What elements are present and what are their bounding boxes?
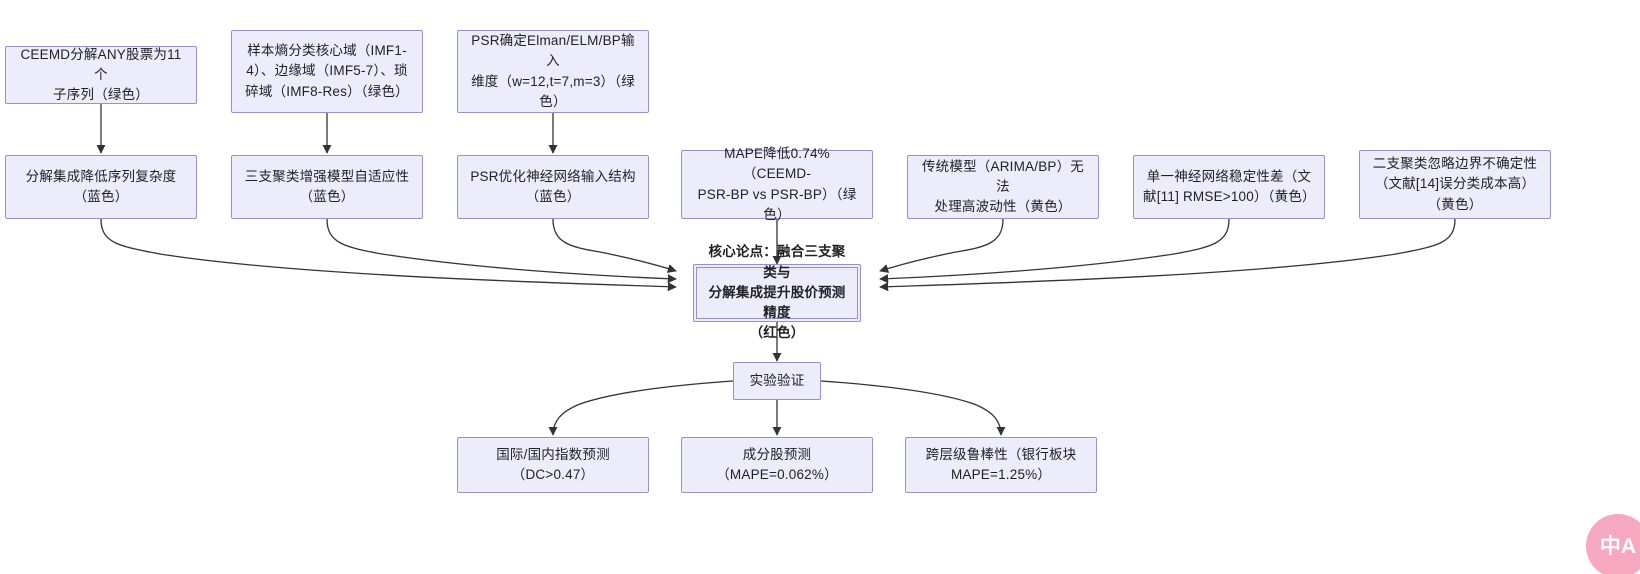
node-label: 核心论点：融合三支聚类与 分解集成提升股价预测精度 （红色） xyxy=(708,244,846,341)
node-label: PSR优化神经网络输入结构 （蓝色） xyxy=(470,168,636,204)
edge-exp-r1 xyxy=(548,380,734,436)
node-two-way-clustering-boundary[interactable]: 二支聚类忽略边界不确定性 （文献[14]误分类成本高） （黄色） xyxy=(1359,150,1551,219)
node-label: 三支聚类增强模型自适应性 （蓝色） xyxy=(244,168,410,204)
node-label: 成分股预测 （MAPE=0.062%） xyxy=(716,446,838,482)
node-label: CEEMD分解ANY股票为11个 子序列（绿色） xyxy=(20,46,182,103)
node-result-index-forecast[interactable]: 国际/国内指数预测 （DC>0.47） xyxy=(457,437,649,493)
node-label: PSR确定Elman/ELM/BP输入 维度（w=12,t=7,m=3）（绿 色… xyxy=(471,33,635,109)
edge-n4-core xyxy=(100,218,677,292)
node-result-cross-level-robustness[interactable]: 跨层级鲁棒性（银行板块 MAPE=1.25%） xyxy=(905,437,1097,493)
node-label: 传统模型（ARIMA/BP）无法 处理高波动性（黄色） xyxy=(921,158,1084,215)
edge-n6-core xyxy=(552,218,677,273)
node-label: 二支聚类忽略边界不确定性 （文献[14]误分类成本高） （黄色） xyxy=(1372,156,1538,212)
node-psr-optimizes-nn-structure[interactable]: PSR优化神经网络输入结构 （蓝色） xyxy=(457,155,649,219)
watermark-label: 中A xyxy=(1599,534,1637,558)
node-traditional-models-limitation[interactable]: 传统模型（ARIMA/BP）无法 处理高波动性（黄色） xyxy=(907,155,1099,219)
node-psr-input-dimension[interactable]: PSR确定Elman/ELM/BP输入 维度（w=12,t=7,m=3）（绿 色… xyxy=(457,30,649,113)
watermark-badge: 中A xyxy=(1586,514,1640,574)
node-ceemd-decomposition[interactable]: CEEMD分解ANY股票为11个 子序列（绿色） xyxy=(5,46,197,104)
node-result-constituent-stock-forecast[interactable]: 成分股预测 （MAPE=0.062%） xyxy=(681,437,873,493)
node-experimental-validation[interactable]: 实验验证 xyxy=(733,362,821,400)
node-label: 国际/国内指数预测 （DC>0.47） xyxy=(496,446,610,482)
edge-exp-r3 xyxy=(820,380,1006,436)
node-label: 分解集成降低序列复杂度 （蓝色） xyxy=(25,168,177,204)
node-mape-improvement[interactable]: MAPE降低0.74%（CEEMD- PSR-BP vs PSR-BP）（绿 色… xyxy=(681,146,873,222)
edge-n10-core xyxy=(879,218,1456,292)
node-label: 实验验证 xyxy=(749,372,805,388)
edge-n8-core xyxy=(879,218,1004,273)
node-single-nn-instability[interactable]: 单一神经网络稳定性差（文 献[11] RMSE>100）（黄色） xyxy=(1133,155,1325,219)
node-sample-entropy-classification[interactable]: 样本熵分类核心域（IMF1- 4）、边缘域（IMF5-7）、琐 碎域（IMF8-… xyxy=(231,30,423,113)
node-decomposition-reduces-complexity[interactable]: 分解集成降低序列复杂度 （蓝色） xyxy=(5,155,197,219)
node-label: 跨层级鲁棒性（银行板块 MAPE=1.25%） xyxy=(925,446,1077,482)
node-three-way-clustering-adaptivity[interactable]: 三支聚类增强模型自适应性 （蓝色） xyxy=(231,155,423,219)
node-label: MAPE降低0.74%（CEEMD- PSR-BP vs PSR-BP）（绿 色… xyxy=(697,146,857,222)
edge-n5-core xyxy=(326,218,677,284)
edge-n9-core xyxy=(879,218,1230,284)
node-core-thesis[interactable]: 核心论点：融合三支聚类与 分解集成提升股价预测精度 （红色） xyxy=(693,244,861,340)
node-label: 单一神经网络稳定性差（文 献[11] RMSE>100）（黄色） xyxy=(1143,168,1316,204)
node-label: 样本熵分类核心域（IMF1- 4）、边缘域（IMF5-7）、琐 碎域（IMF8-… xyxy=(245,43,409,99)
